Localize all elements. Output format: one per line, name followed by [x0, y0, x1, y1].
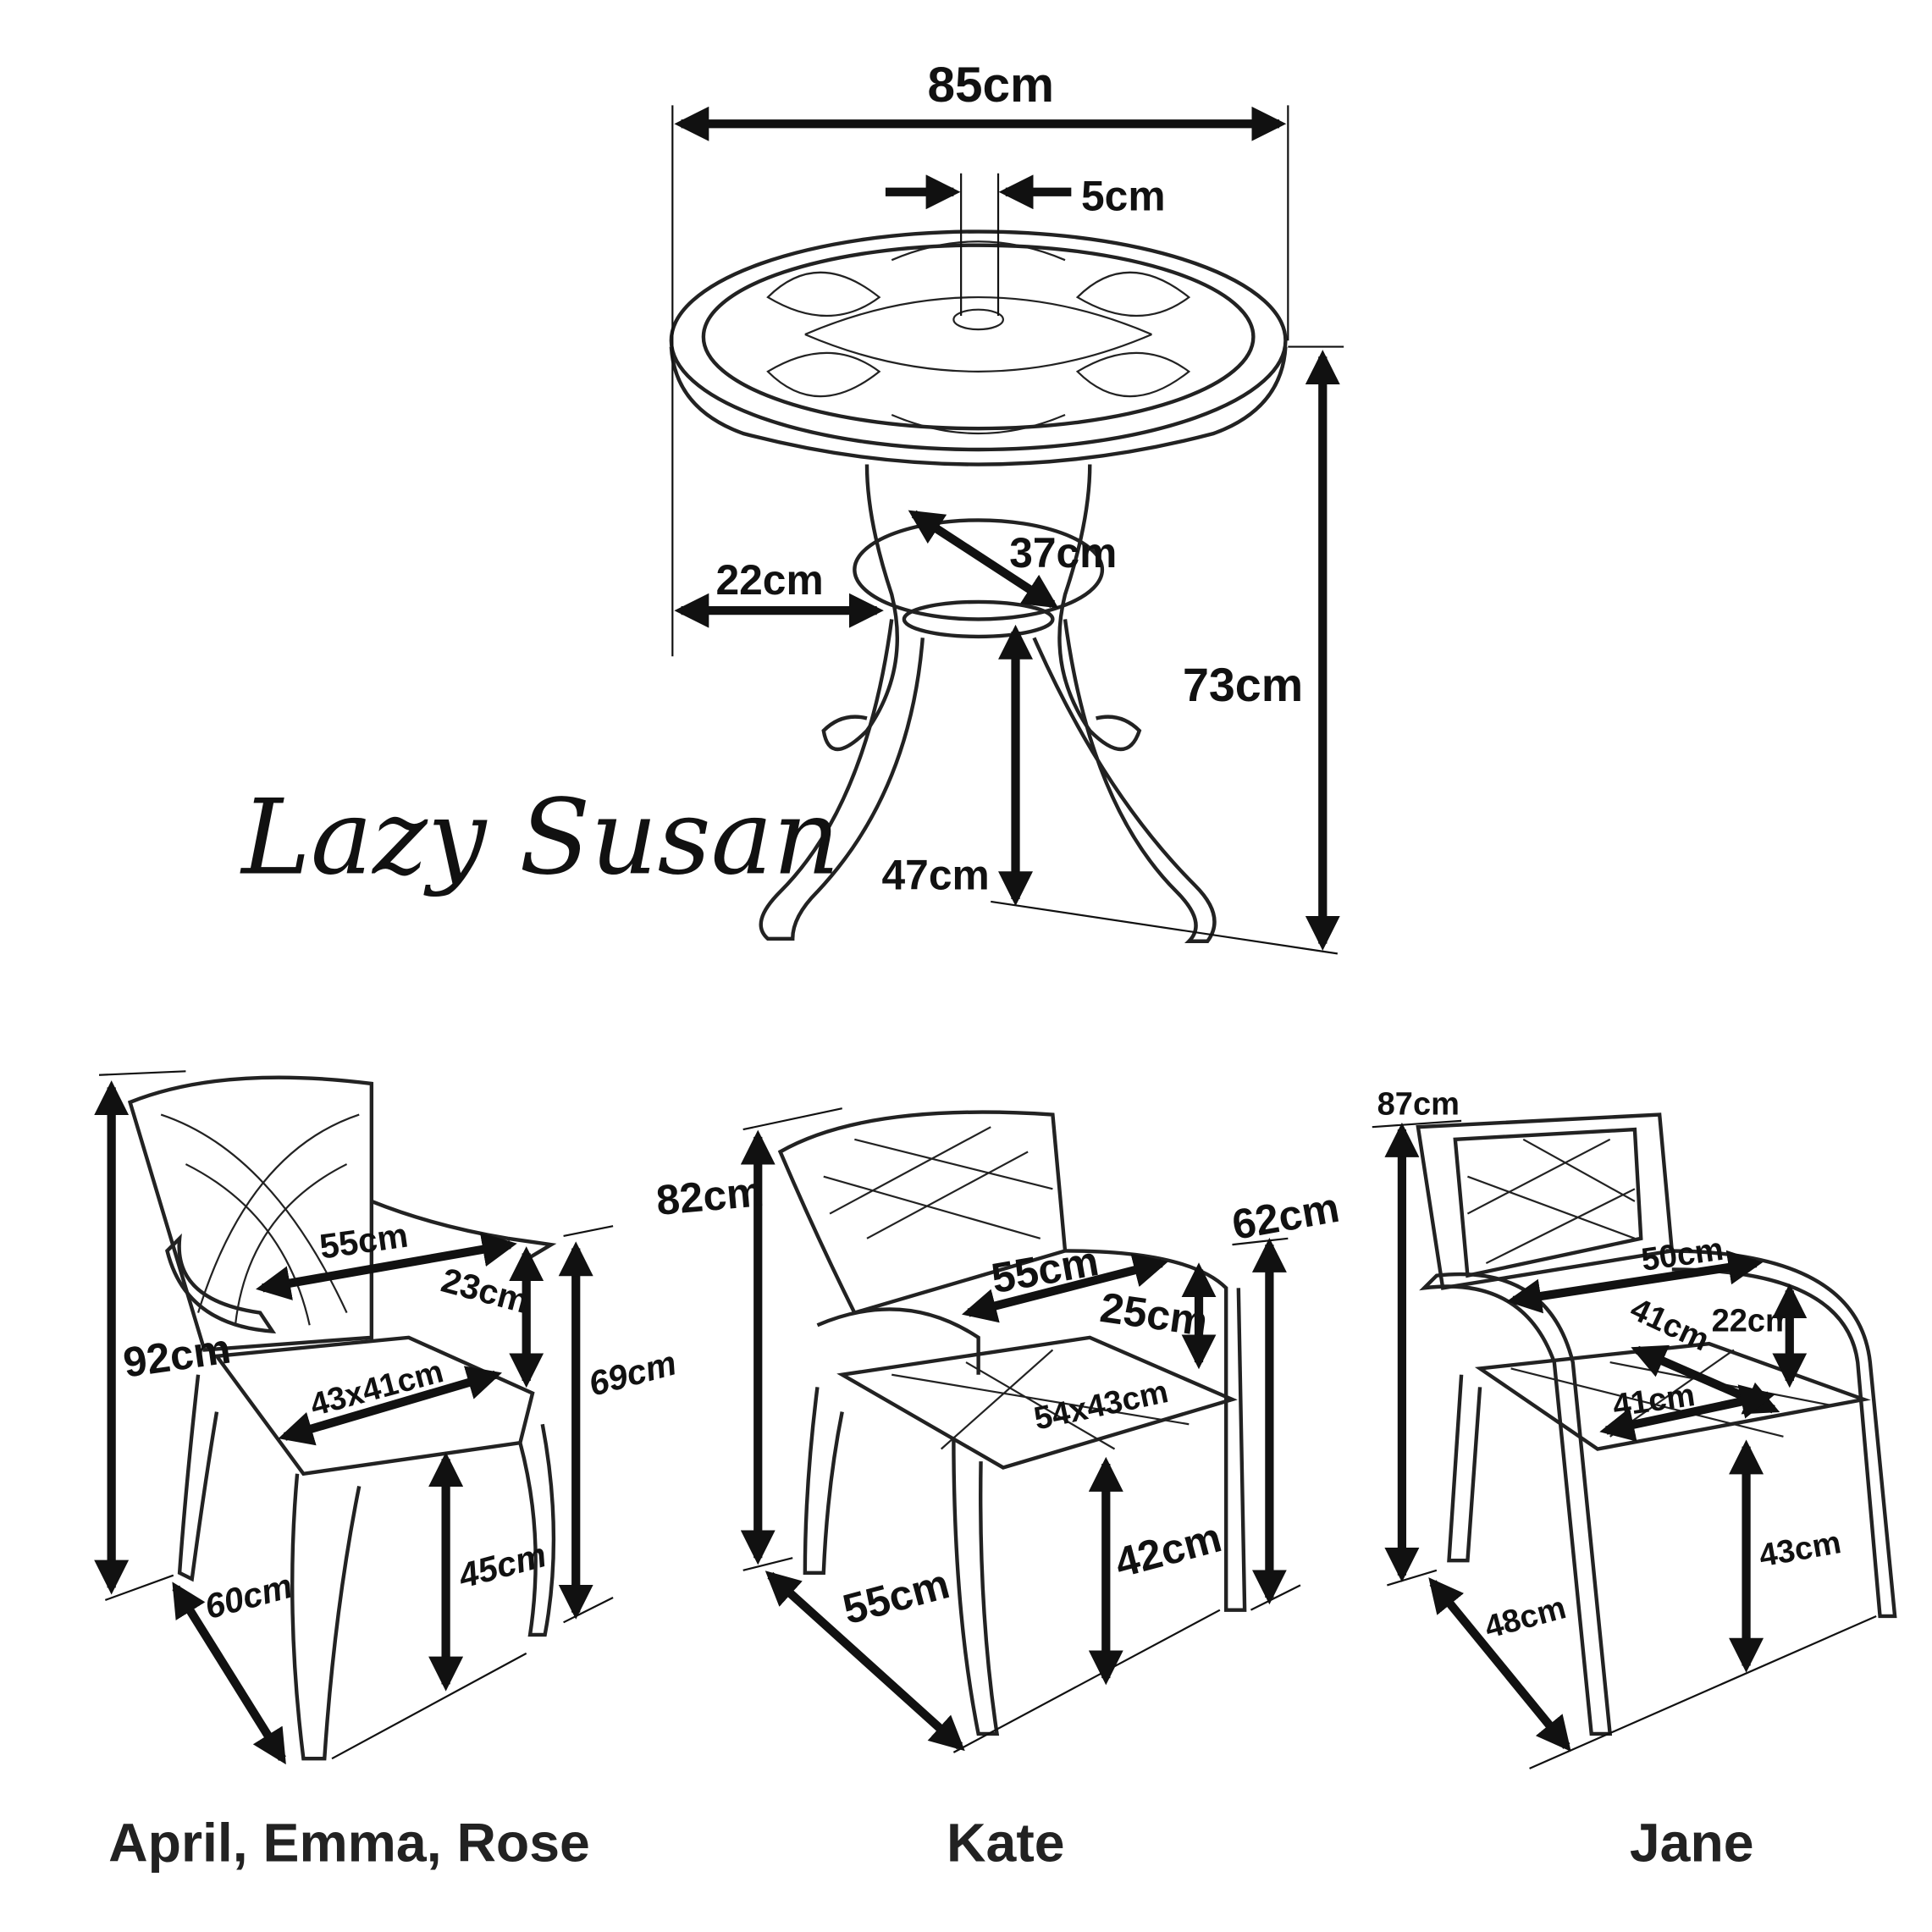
lazy-susan-arrow	[908, 510, 1059, 609]
kate-depth-label: 55cm	[838, 1559, 954, 1633]
extension-line	[991, 900, 1339, 955]
lazy-susan-logo: Lazy Susan	[240, 776, 840, 897]
extension-line	[742, 1107, 842, 1131]
april-arm-height-label: 23cm	[438, 1261, 533, 1322]
extension-line	[742, 1557, 793, 1571]
jane-chair-title: Jane	[1630, 1813, 1754, 1874]
jane-seat-width-arrow	[1599, 1384, 1775, 1442]
april-arm-floor-label: 69cm	[585, 1343, 681, 1404]
april-chair-title: April, Emma, Rose	[108, 1813, 590, 1874]
jane-seat-height-label: 43cm	[1757, 1525, 1844, 1574]
extension-line	[98, 1070, 186, 1076]
jane-arm-height-label: 22cm	[1712, 1304, 1794, 1339]
april-seat-arrow	[278, 1366, 502, 1446]
extension-line	[563, 1225, 614, 1237]
foot-spread-label: 22cm	[716, 556, 824, 604]
table-height-label: 73cm	[1183, 659, 1303, 711]
april-arm-width-label: 55cm	[317, 1216, 411, 1267]
april-height-label: 92cm	[120, 1325, 234, 1387]
extension-line	[331, 1652, 527, 1760]
table-width-label: 85cm	[927, 58, 1054, 113]
kate-arm-width-label: 55cm	[988, 1237, 1102, 1302]
jane-arm-width-arrow	[1506, 1250, 1764, 1314]
extension-line	[952, 1609, 1221, 1753]
jane-depth-label: 48cm	[1481, 1590, 1570, 1646]
lazy-susan-label: 37cm	[1009, 529, 1117, 577]
kate-seat-height-label: 42cm	[1110, 1513, 1226, 1587]
kate-height-label: 82cm	[654, 1167, 766, 1224]
april-depth-arrow	[172, 1581, 286, 1765]
umbrella-hole-label: 5cm	[1081, 173, 1166, 220]
lazy-susan-height-label: 47cm	[882, 851, 990, 898]
kate-arm-height-label: 25cm	[1097, 1283, 1211, 1345]
extension-line	[563, 1597, 614, 1624]
kate-chair-drawing	[777, 1110, 1247, 1736]
kate-arm-floor-label: 62cm	[1228, 1184, 1343, 1249]
extension-line	[1250, 1584, 1301, 1611]
jane-depth-arrow	[1428, 1577, 1571, 1752]
kate-seat-label: 54x43cm	[1031, 1374, 1172, 1437]
extension-line	[104, 1574, 174, 1601]
kate-arm-width-arrow	[961, 1253, 1169, 1323]
kate-chair-title: Kate	[947, 1813, 1065, 1874]
jane-height-label: 87cm	[1377, 1087, 1460, 1123]
april-depth-label: 60cm	[201, 1566, 296, 1627]
extension-line	[1529, 1615, 1877, 1769]
kate-depth-arrow	[765, 1570, 965, 1752]
april-arm-width-arrow	[256, 1232, 517, 1300]
extension-line	[1387, 1569, 1438, 1587]
